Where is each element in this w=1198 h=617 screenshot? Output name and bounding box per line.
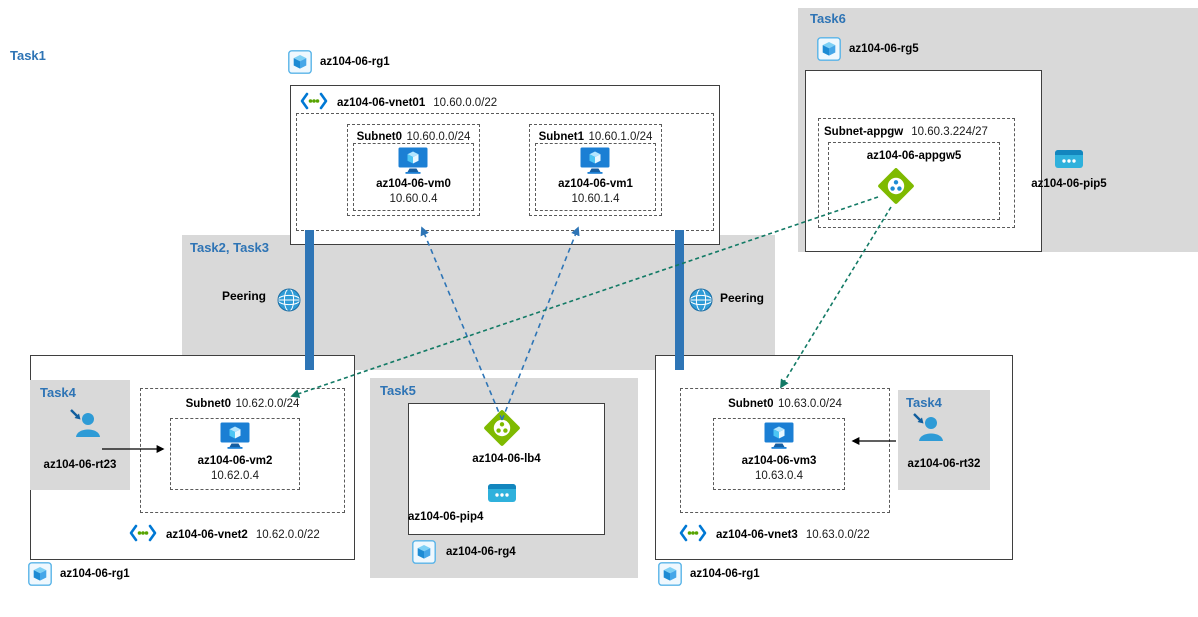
peering-right-label: Peering bbox=[720, 291, 765, 305]
task5-label: Task5 bbox=[380, 383, 416, 398]
vm2-ip: 10.62.0.4 bbox=[211, 470, 259, 482]
subnet0-vnet2-name: Subnet0 bbox=[185, 398, 231, 410]
vnet2-title: az104-06-vnet2 10.62.0.0/22 bbox=[166, 525, 320, 543]
vm0-name: az104-06-vm0 bbox=[376, 178, 451, 190]
vnet1-name: az104-06-vnet01 bbox=[337, 97, 426, 109]
pip5-label: az104-06-pip5 bbox=[1031, 178, 1107, 190]
vnet-icon bbox=[128, 523, 158, 548]
vnet2-name: az104-06-vnet2 bbox=[166, 529, 248, 541]
peering-connection-left bbox=[305, 230, 314, 370]
vnet2-cidr: 10.62.0.0/22 bbox=[255, 529, 320, 541]
subnet0-vnet1-cidr: 10.60.0.0/24 bbox=[406, 131, 471, 143]
subnet1-vnet1-title: Subnet1 10.60.1.0/24 bbox=[529, 127, 662, 145]
lb4-label: az104-06-lb4 bbox=[472, 453, 541, 465]
task4-right-label: Task4 bbox=[906, 395, 942, 410]
public-ip-icon bbox=[487, 480, 517, 511]
peering-connection-right bbox=[675, 230, 684, 370]
subnet0-vnet2-title: Subnet0 10.62.0.0/24 bbox=[140, 394, 345, 412]
vm3-ip: 10.63.0.4 bbox=[755, 470, 803, 482]
app-gateway-icon bbox=[876, 166, 916, 211]
peering-left-label: Peering bbox=[222, 289, 267, 303]
rg-bottom-left-label: az104-06-rg1 bbox=[60, 568, 130, 580]
rg4-label: az104-06-rg4 bbox=[446, 546, 516, 558]
vnet1-cidr: 10.60.0.0/22 bbox=[433, 97, 498, 109]
subnet0-vnet3-cidr: 10.63.0.0/24 bbox=[777, 398, 842, 410]
public-ip-icon bbox=[1054, 146, 1084, 177]
route-table-user-icon bbox=[67, 406, 103, 447]
virtual-machine-icon bbox=[220, 422, 250, 454]
resource-group-icon bbox=[288, 50, 312, 79]
vnet3-title: az104-06-vnet3 10.63.0.0/22 bbox=[716, 525, 870, 543]
vm1-name: az104-06-vm1 bbox=[558, 178, 633, 190]
rt32-label: az104-06-rt32 bbox=[907, 458, 981, 470]
subnet-appgw-cidr: 10.60.3.224/27 bbox=[911, 126, 988, 138]
vnet3-name: az104-06-vnet3 bbox=[716, 529, 798, 541]
rg-bottom-right-label: az104-06-rg1 bbox=[690, 568, 760, 580]
subnet0-vnet3-title: Subnet0 10.63.0.0/24 bbox=[680, 394, 890, 412]
subnet-appgw-title: Subnet-appgw 10.60.3.224/27 bbox=[824, 122, 988, 140]
task4-right-region bbox=[898, 390, 990, 490]
task2-task3-label: Task2, Task3 bbox=[190, 240, 270, 255]
rg-top-label: az104-06-rg1 bbox=[320, 56, 390, 68]
vm1-ip: 10.60.1.4 bbox=[571, 193, 620, 205]
subnet0-vnet2-cidr: 10.62.0.0/24 bbox=[235, 398, 300, 410]
subnet0-vnet1-name: Subnet0 bbox=[356, 131, 402, 143]
globe-icon bbox=[688, 287, 714, 318]
rg5-label: az104-06-rg5 bbox=[849, 43, 919, 55]
task4-left-label: Task4 bbox=[40, 385, 76, 400]
vnet-icon bbox=[299, 91, 329, 116]
subnet-appgw-name: Subnet-appgw bbox=[824, 126, 904, 138]
rt23-label: az104-06-rt23 bbox=[43, 459, 117, 471]
subnet1-vnet1-cidr: 10.60.1.0/24 bbox=[588, 131, 653, 143]
task6-label: Task6 bbox=[810, 11, 846, 26]
resource-group-icon bbox=[412, 540, 436, 569]
pip4-label: az104-06-pip4 bbox=[408, 511, 484, 523]
subnet-appgw-box bbox=[818, 118, 1015, 228]
resource-group-icon bbox=[658, 562, 682, 591]
resource-group-icon bbox=[28, 562, 52, 591]
virtual-machine-icon bbox=[580, 147, 610, 179]
load-balancer-icon bbox=[482, 408, 522, 453]
vm3-name: az104-06-vm3 bbox=[741, 455, 817, 467]
virtual-machine-icon bbox=[398, 147, 428, 179]
subnet0-vnet2-box bbox=[140, 388, 345, 513]
vnet1-title: az104-06-vnet01 10.60.0.0/22 bbox=[337, 93, 497, 111]
globe-icon bbox=[276, 287, 302, 318]
vm0-ip: 10.60.0.4 bbox=[389, 193, 438, 205]
route-table-user-icon bbox=[910, 410, 946, 451]
resource-group-icon bbox=[817, 37, 841, 66]
task1-label: Task1 bbox=[10, 48, 46, 63]
subnet1-vnet1-name: Subnet1 bbox=[538, 131, 584, 143]
appgw-label: az104-06-appgw5 bbox=[866, 150, 962, 162]
task2-task3-region bbox=[182, 235, 775, 370]
vm2-inner-box bbox=[170, 418, 300, 490]
appgw-inner-box bbox=[828, 142, 1000, 220]
vm2-name: az104-06-vm2 bbox=[197, 455, 273, 467]
virtual-machine-icon bbox=[764, 422, 794, 454]
subnet0-vnet1-title: Subnet0 10.60.0.0/24 bbox=[347, 127, 480, 145]
vnet-icon bbox=[678, 523, 708, 548]
vm3-inner-box bbox=[713, 418, 845, 490]
vnet3-cidr: 10.63.0.0/22 bbox=[805, 529, 870, 541]
subnet0-vnet3-name: Subnet0 bbox=[728, 398, 774, 410]
